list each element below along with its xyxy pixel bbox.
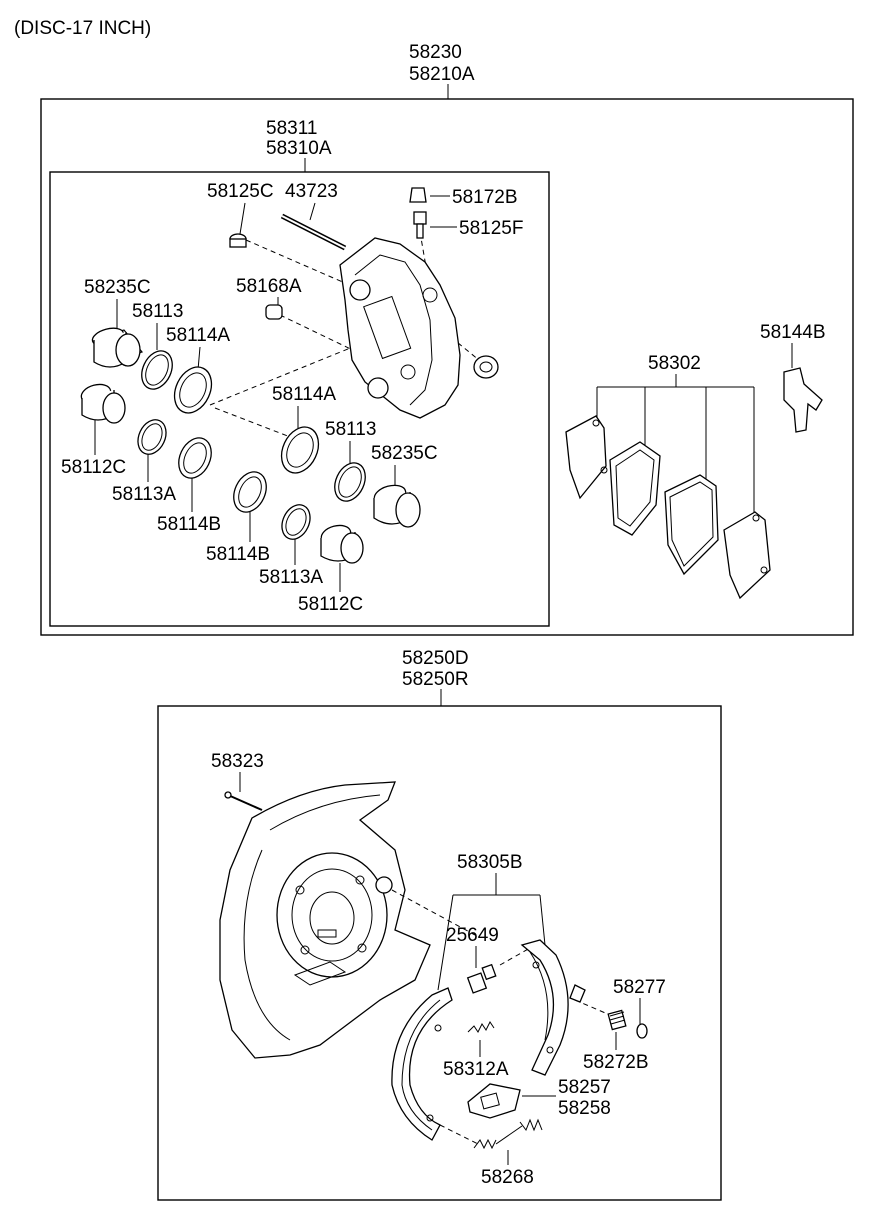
seal-58114B-mid-icon: [233, 471, 267, 513]
seal-58114A-mid-icon: [280, 426, 320, 474]
clip-58144B-icon: [783, 367, 823, 433]
washer-58277-icon: [636, 1023, 648, 1039]
spring-58312A-icon: [467, 1021, 495, 1033]
strut-58257-icon: [467, 1083, 521, 1119]
label-58210A: 58210A: [409, 64, 475, 85]
label-58168A: 58168A: [236, 276, 302, 297]
guide-pin-43723-icon: [280, 213, 347, 251]
ring-58113-left-icon: [141, 350, 173, 390]
label-58144B: 58144B: [760, 322, 826, 343]
cap-58172B-icon: [409, 187, 427, 203]
label-58114A-mid: 58114A: [272, 384, 336, 405]
pad-4-icon: [723, 511, 771, 600]
label-25649: 25649: [446, 925, 499, 946]
caliper-leaders: [94, 195, 457, 592]
seal-58114B-left-icon: [178, 437, 212, 479]
label-58113-left: 58113: [132, 301, 183, 322]
label-58125C: 58125C: [207, 181, 274, 202]
label-58114B-mid: 58114B: [206, 544, 270, 565]
label-58113A-mid: 58113A: [259, 567, 323, 588]
pad-3-icon: [664, 474, 719, 576]
pad-2-icon: [609, 441, 661, 536]
ring-58113-mid-icon: [334, 462, 366, 502]
label-58230: 58230: [409, 42, 462, 63]
caliper-sub-frame: [49, 171, 550, 627]
label-58114A-left: 58114A: [166, 325, 230, 346]
bolt-58125C-icon: [229, 233, 247, 248]
label-58112C-left: 58112C: [61, 457, 126, 478]
ring-58113A-left-icon: [137, 419, 167, 455]
drum-leaders: [239, 772, 641, 1165]
piston-58235C-right-icon: [373, 484, 421, 528]
seal-58114A-left-icon: [173, 366, 213, 414]
pin-58323-icon: [224, 791, 263, 811]
label-58277: 58277: [613, 977, 666, 998]
adjuster-25649-icon: [466, 963, 497, 994]
label-58113A-left: 58113A: [112, 484, 176, 505]
label-58235C-right: 58235C: [371, 443, 438, 464]
label-58250R: 58250R: [402, 669, 469, 690]
caliper-body-icon: [339, 237, 461, 419]
label-58312A: 58312A: [443, 1059, 509, 1080]
piston-58112C-mid-icon: [320, 524, 364, 564]
label-58272B: 58272B: [583, 1052, 649, 1073]
drum-assembly-lines: [391, 889, 611, 1146]
caliper-assembly-frame: [40, 98, 854, 636]
pads-leader: [596, 374, 755, 515]
backing-plate-icon: [219, 781, 431, 1059]
label-58172B: 58172B: [452, 187, 518, 208]
diagram-title: (DISC-17 INCH): [14, 18, 151, 39]
piston-58112C-left-icon: [80, 383, 126, 424]
pad-1-icon: [565, 415, 608, 500]
label-58258: 58258: [558, 1098, 611, 1119]
label-58112C-mid: 58112C: [298, 594, 363, 615]
label-58114B-left: 58114B: [157, 514, 221, 535]
label-58302: 58302: [648, 353, 701, 374]
spring-58268-icon: [473, 1118, 543, 1150]
label-58235C-left: 58235C: [84, 277, 151, 298]
label-58257: 58257: [558, 1077, 611, 1098]
label-43723: 43723: [285, 181, 338, 202]
label-58311: 58311: [266, 118, 317, 139]
bleeder-58125F-icon: [413, 211, 427, 239]
drum-assembly-frame: [157, 705, 722, 1201]
label-58268: 58268: [481, 1167, 534, 1188]
plug-icon: [473, 355, 499, 379]
label-58310A: 58310A: [266, 138, 332, 159]
shoe-right-icon: [520, 939, 586, 1076]
label-58250D: 58250D: [402, 648, 469, 669]
shoe-left-icon: [391, 987, 453, 1141]
label-58125F: 58125F: [459, 218, 523, 239]
sleeve-58168A-icon: [265, 304, 283, 320]
label-58323: 58323: [211, 751, 264, 772]
spring-58272B-icon: [607, 1009, 627, 1031]
ring-58113A-mid-icon: [281, 504, 311, 540]
label-58113-mid: 58113: [325, 419, 376, 440]
label-58305B: 58305B: [457, 852, 523, 873]
piston-58235C-left-icon: [91, 327, 144, 368]
